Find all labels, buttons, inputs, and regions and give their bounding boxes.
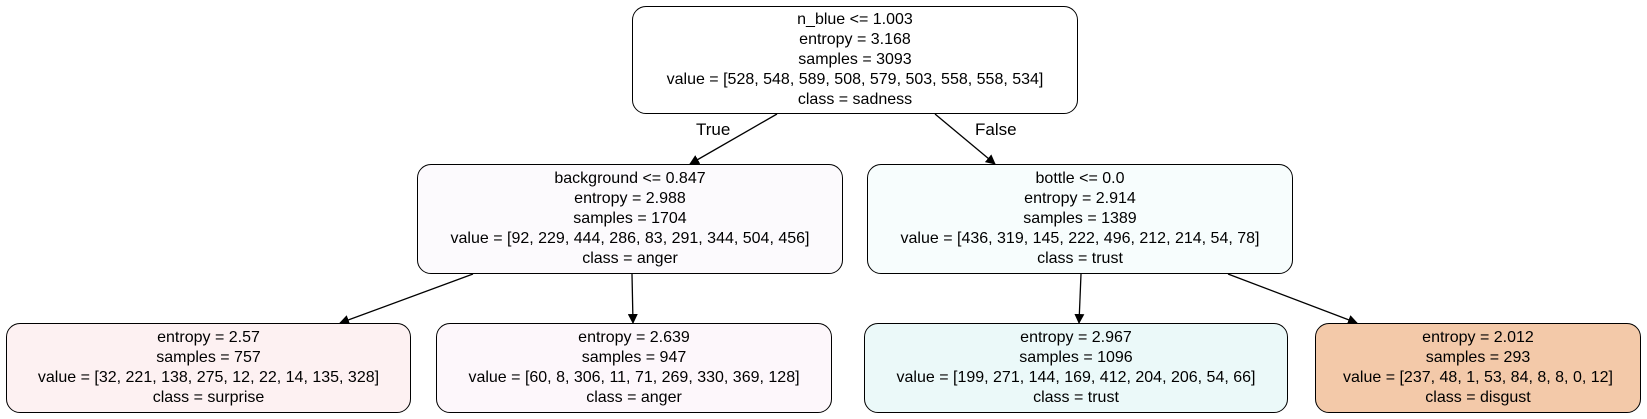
node-entropy: entropy = 2.967 [1020,329,1132,346]
edge-label-true: True [696,120,731,139]
edge-n1-n4 [627,273,638,324]
node-value: value = [237, 48, 1, 53, 84, 8, 8, 0, 12… [1343,369,1613,386]
node-class: class = anger [582,250,678,267]
node-samples: samples = 947 [581,349,687,366]
node-split: bottle <= 0.0 [1035,170,1125,187]
node-samples: samples = 1096 [1019,349,1133,366]
edge-n1-n3 [339,273,474,325]
tree-node-bottle-split: bottle <= 0.0 entropy = 2.914 samples = … [867,164,1293,274]
node-samples: samples = 757 [156,349,261,366]
node-value: value = [528, 548, 589, 508, 579, 503, 5… [666,71,1044,88]
edge-n2-n6 [1227,273,1358,325]
node-class: class = anger [586,389,682,406]
tree-node-root: n_blue <= 1.003 entropy = 3.168 samples … [632,6,1078,114]
node-entropy: entropy = 2.914 [1024,190,1136,207]
edge-root-n1 [689,113,778,165]
edge-root-n2 [934,113,996,165]
edge-label-false: False [975,120,1017,139]
tree-leaf-disgust: entropy = 2.012 samples = 293 value = [2… [1315,323,1641,413]
node-value: value = [60, 8, 306, 11, 71, 269, 330, 3… [468,369,800,386]
tree-leaf-anger: entropy = 2.639 samples = 947 value = [6… [436,323,832,413]
tree-leaf-surprise: entropy = 2.57 samples = 757 value = [32… [6,323,411,413]
node-value: value = [436, 319, 145, 222, 496, 212, 2… [900,230,1260,247]
node-entropy: entropy = 2.988 [574,190,686,207]
node-entropy: entropy = 2.57 [157,329,260,346]
node-samples: samples = 293 [1425,349,1531,366]
node-class: class = disgust [1425,389,1531,406]
node-samples: samples = 1704 [573,210,687,227]
node-class: class = sadness [797,91,913,108]
node-split: background <= 0.847 [554,170,706,187]
tree-leaf-trust: entropy = 2.967 samples = 1096 value = [… [864,323,1288,413]
tree-node-background-split: background <= 0.847 entropy = 2.988 samp… [417,164,843,274]
node-samples: samples = 1389 [1023,210,1137,227]
node-samples: samples = 3093 [798,51,912,68]
edge-n2-n5 [1074,273,1085,324]
node-split: n_blue <= 1.003 [797,11,913,28]
node-entropy: entropy = 2.012 [1422,329,1534,346]
node-value: value = [199, 271, 144, 169, 412, 204, 2… [896,369,1256,386]
node-entropy: entropy = 2.639 [578,329,690,346]
node-class: class = surprise [152,389,265,406]
node-value: value = [92, 229, 444, 286, 83, 291, 344… [450,230,810,247]
node-class: class = trust [1033,389,1119,406]
node-entropy: entropy = 3.168 [799,31,911,48]
node-value: value = [32, 221, 138, 275, 12, 22, 14, … [37,369,380,386]
node-class: class = trust [1037,250,1123,267]
